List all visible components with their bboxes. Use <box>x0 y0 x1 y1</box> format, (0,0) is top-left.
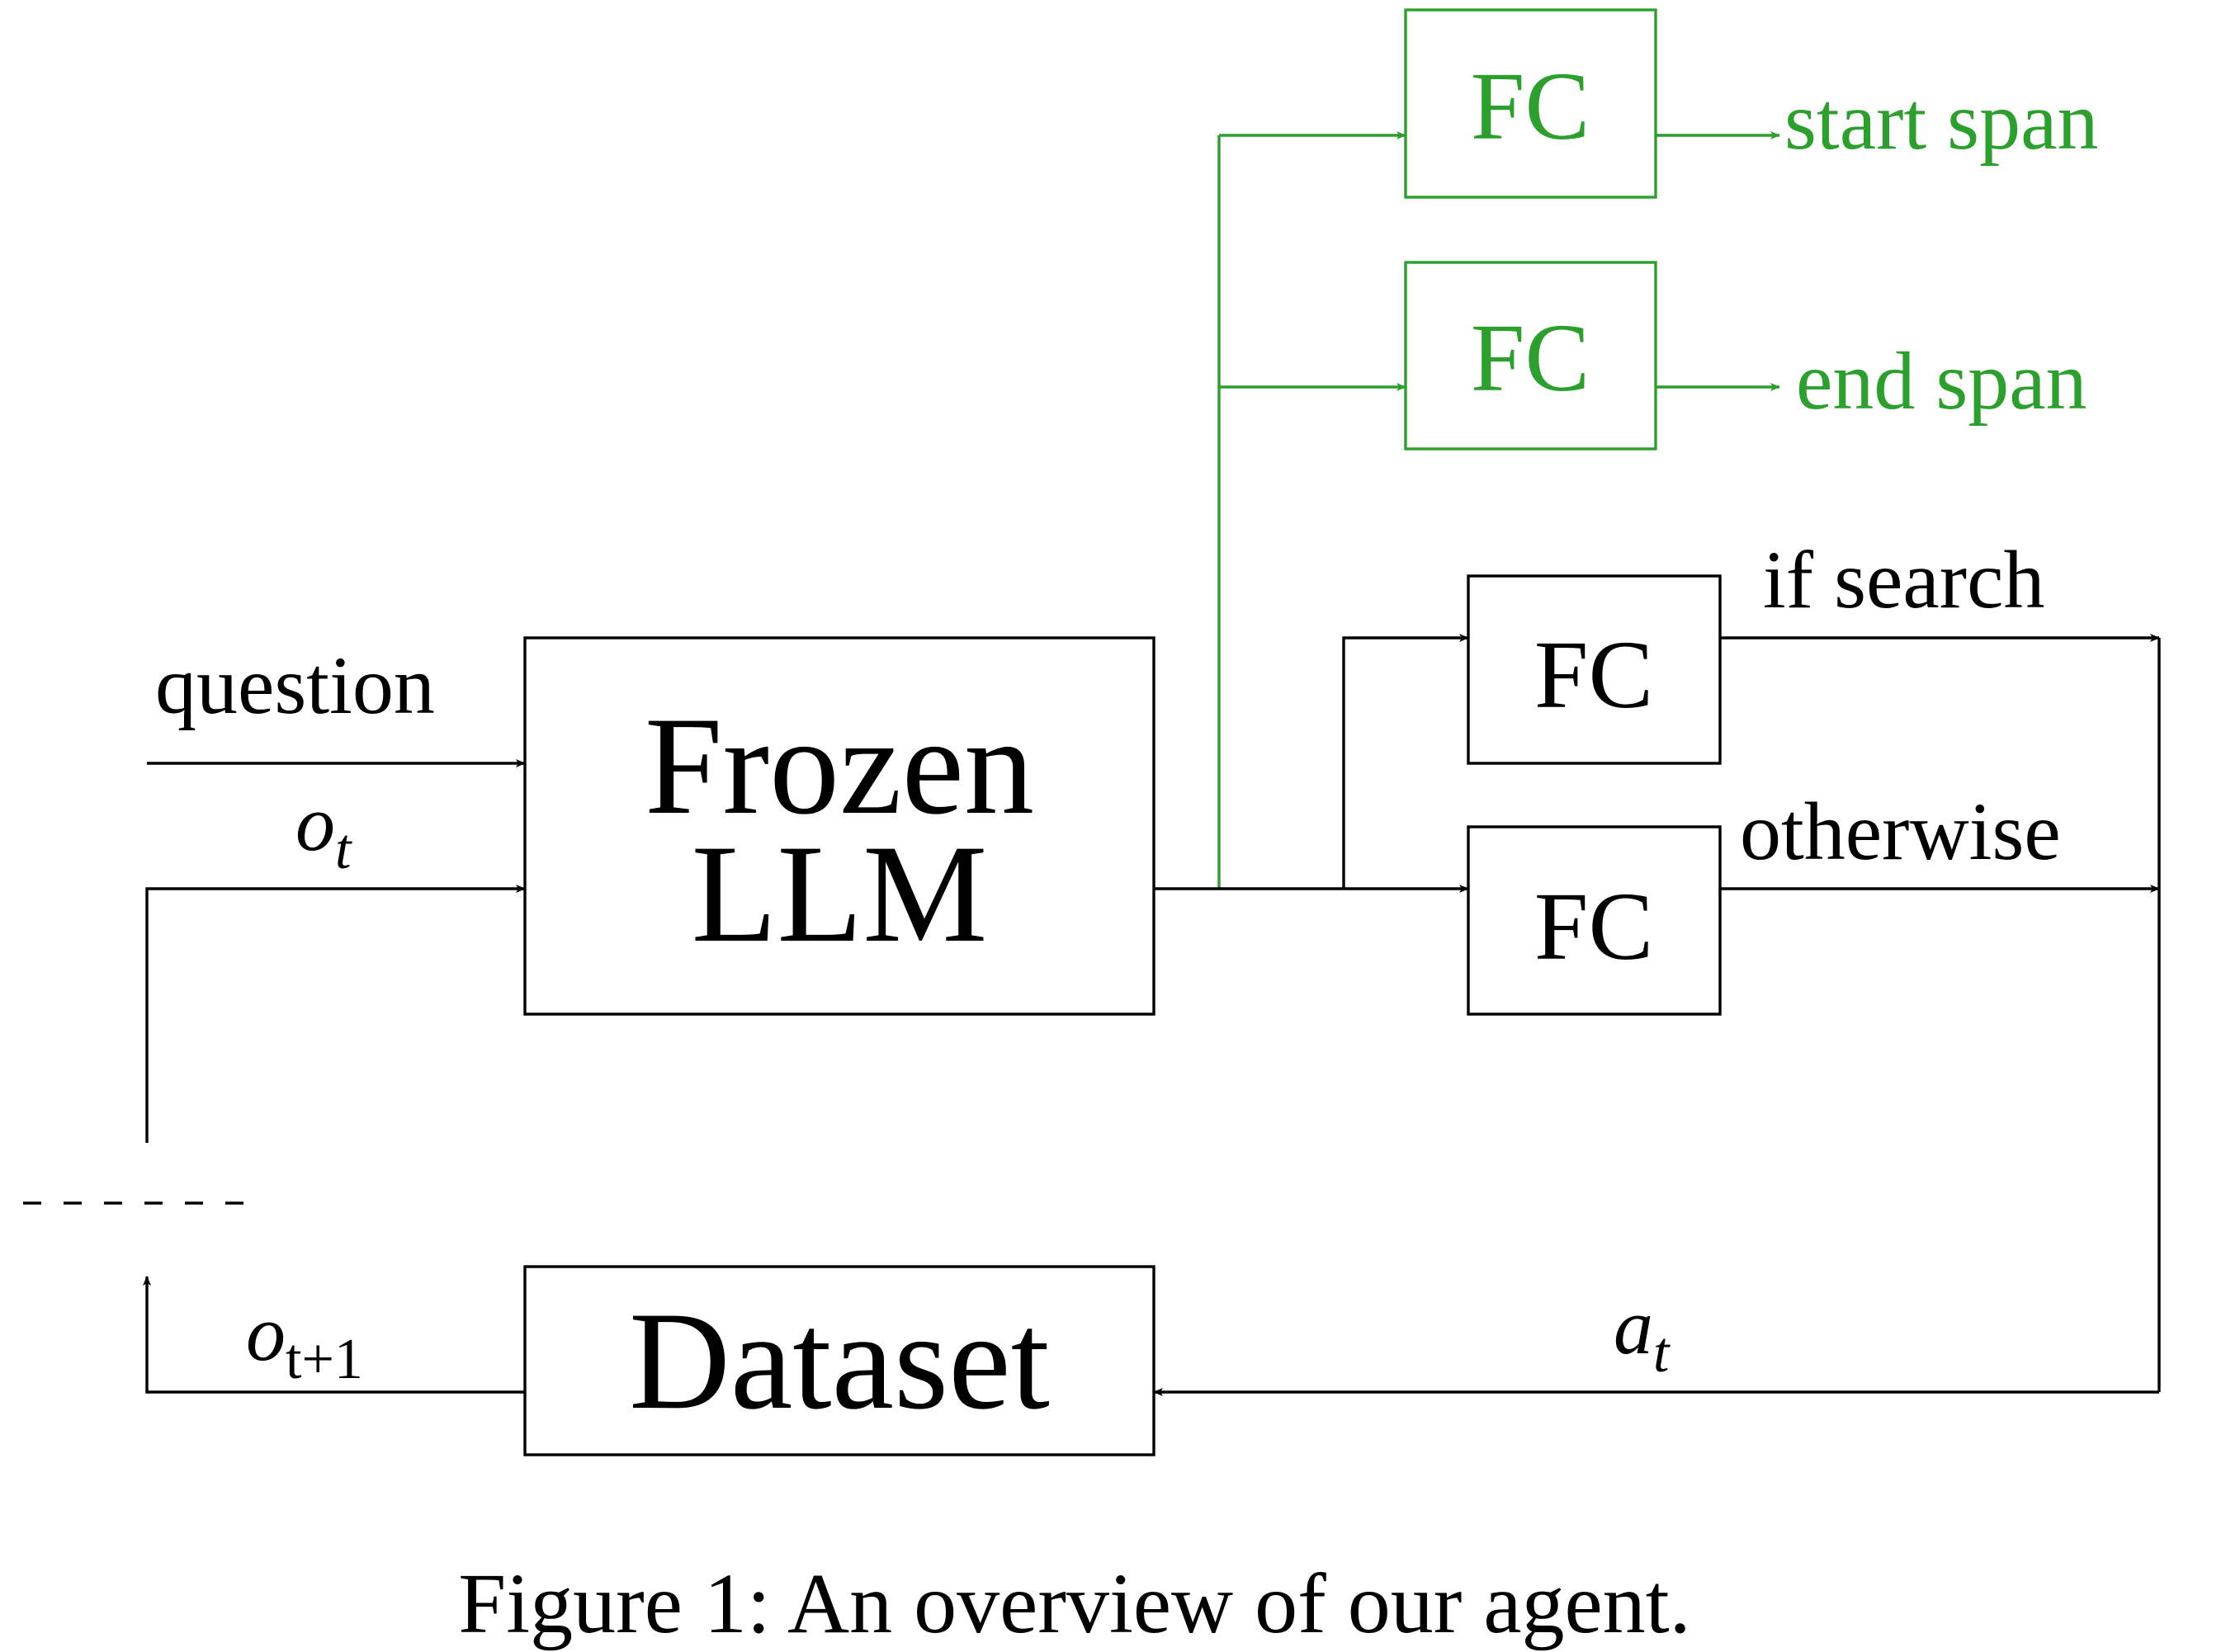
fc-end-span-label: FC <box>1471 304 1590 412</box>
edge-observation-to-llm <box>145 885 526 1143</box>
span-branch: FC FC start span end span <box>1217 8 2098 889</box>
start-span-label: start span <box>1784 75 2098 167</box>
a-t-label: at <box>1614 1282 1671 1385</box>
fc-search-label: FC <box>1534 621 1653 729</box>
frozen-llm-box <box>523 636 1155 1016</box>
end-span-label: end span <box>1796 335 2087 427</box>
fc-start-span-label: FC <box>1471 52 1590 160</box>
fc-end-span-box <box>1404 261 1657 451</box>
edge-to-fc-search <box>1342 634 1469 889</box>
question-label: question <box>155 640 435 731</box>
fc-otherwise-label: FC <box>1534 872 1653 980</box>
fc-start-span-box <box>1404 8 1657 199</box>
llm-inputs: question ot <box>145 640 526 1143</box>
edge-dataset-to-next-observation <box>143 1276 525 1394</box>
fc-otherwise-box <box>1467 825 1722 1016</box>
frozen-llm-line1: Frozen <box>645 688 1034 843</box>
dataset-label: Dataset <box>629 1283 1050 1438</box>
dataset-box <box>523 1265 1155 1456</box>
o-t-label: ot <box>295 779 352 881</box>
figure-caption: Figure 1: An overview of our agent. <box>458 1556 1690 1651</box>
frozen-llm-line2: LLM <box>692 816 988 971</box>
if-search-label: if search <box>1763 534 2044 625</box>
fc-search-box <box>1467 574 1722 765</box>
feedback-loop: ot+1 <box>23 1201 525 1394</box>
o-t-plus-1-label: ot+1 <box>246 1289 363 1391</box>
otherwise-label: otherwise <box>1740 786 2061 877</box>
action-branch: FC FC if search otherwise at <box>1153 534 2161 1396</box>
